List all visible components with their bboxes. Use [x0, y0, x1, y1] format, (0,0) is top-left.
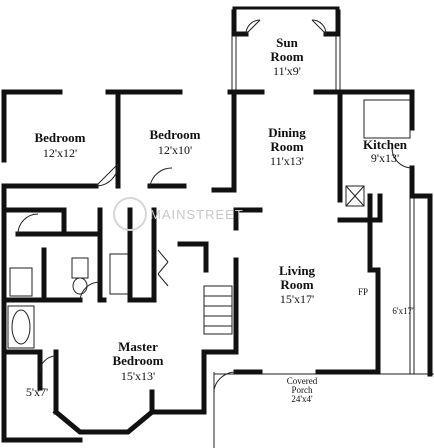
living-room-name-line2: Room — [280, 277, 313, 292]
dining-room-name-line2: Room — [270, 139, 303, 154]
master-bedroom-name-line2: Bedroom — [112, 353, 163, 368]
bedroom-2-dims: 12'x10' — [158, 143, 192, 157]
porch-name-line1: Covered — [287, 376, 318, 386]
dining-room-dims: 11'x13' — [270, 154, 304, 168]
sun-room-dims: 11'x9' — [273, 64, 301, 78]
watermark-text: MAINSTREET — [150, 207, 244, 222]
walls — [1, 6, 433, 443]
bedroom-2-name: Bedroom — [149, 127, 200, 142]
side-porch-dims: 6'x17' — [392, 306, 414, 316]
master-bedroom-name-line1: Master — [118, 339, 158, 354]
sun-room-name-line2: Room — [270, 49, 303, 64]
door-swings — [17, 19, 413, 391]
kitchen-dims: 9'x13' — [371, 151, 399, 165]
watermark: MAINSTREET — [113, 197, 244, 231]
dining-room-name-line1: Dining — [268, 125, 306, 140]
bedroom-1-dims: 12'x12' — [43, 146, 77, 160]
closet-dims: 5'x7' — [26, 385, 48, 399]
porch-name-line2: Porch — [292, 385, 313, 395]
living-room-name-line1: Living — [279, 263, 316, 278]
sun-room-name-line1: Sun — [276, 35, 298, 50]
fireplace-label: FP — [358, 287, 368, 297]
kitchen-name: Kitchen — [363, 137, 408, 152]
room-labels: Sun Room 11'x9' Bedroom 12'x12' Bedroom … — [26, 35, 414, 404]
bedroom-1-name: Bedroom — [34, 130, 85, 145]
porch-dims: 24'x4' — [291, 394, 313, 404]
master-bedroom-dims: 15'x13' — [121, 369, 155, 383]
living-room-dims: 15'x17' — [280, 292, 314, 306]
